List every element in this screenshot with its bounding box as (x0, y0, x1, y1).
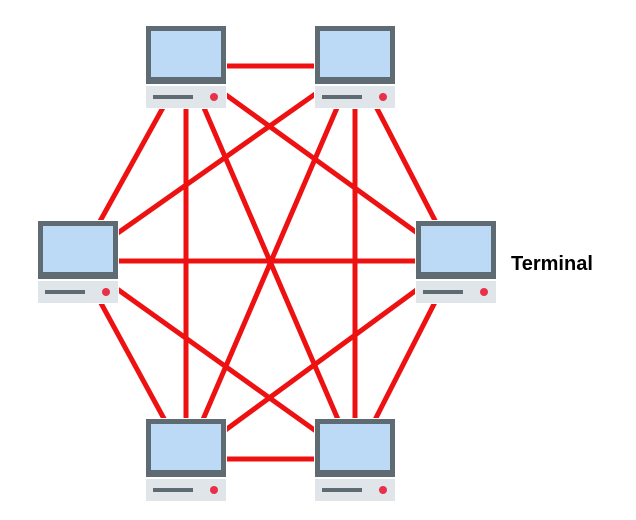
link-n3-n6 (76, 258, 357, 462)
power-led-icon (379, 93, 387, 101)
drive-slot (322, 488, 362, 492)
drive-slot (153, 95, 193, 99)
computer-terminal-icon (145, 418, 227, 502)
monitor-screen (421, 226, 491, 272)
computer-terminal-icon (145, 25, 227, 109)
terminal-label: Terminal (511, 253, 593, 275)
terminal-nodes (37, 25, 497, 502)
drive-slot (322, 95, 362, 99)
monitor-screen (43, 226, 113, 272)
monitor-screen (151, 31, 221, 77)
link-n2-n3 (76, 63, 357, 264)
power-led-icon (210, 486, 218, 494)
power-led-icon (480, 288, 488, 296)
power-led-icon (379, 486, 387, 494)
computer-terminal-icon (415, 220, 497, 304)
drive-slot (153, 488, 193, 492)
computer-terminal-icon (37, 220, 119, 304)
monitor-screen (151, 424, 221, 470)
link-n4-n5 (184, 258, 458, 462)
drive-slot (45, 290, 85, 294)
power-led-icon (102, 288, 110, 296)
mesh-links (75, 63, 459, 462)
link-n1-n4 (184, 63, 458, 264)
computer-terminal-icon (314, 25, 396, 109)
power-led-icon (210, 93, 218, 101)
monitor-screen (320, 424, 390, 470)
computer-terminal-icon (314, 418, 396, 502)
monitor-screen (320, 31, 390, 77)
drive-slot (423, 290, 463, 294)
